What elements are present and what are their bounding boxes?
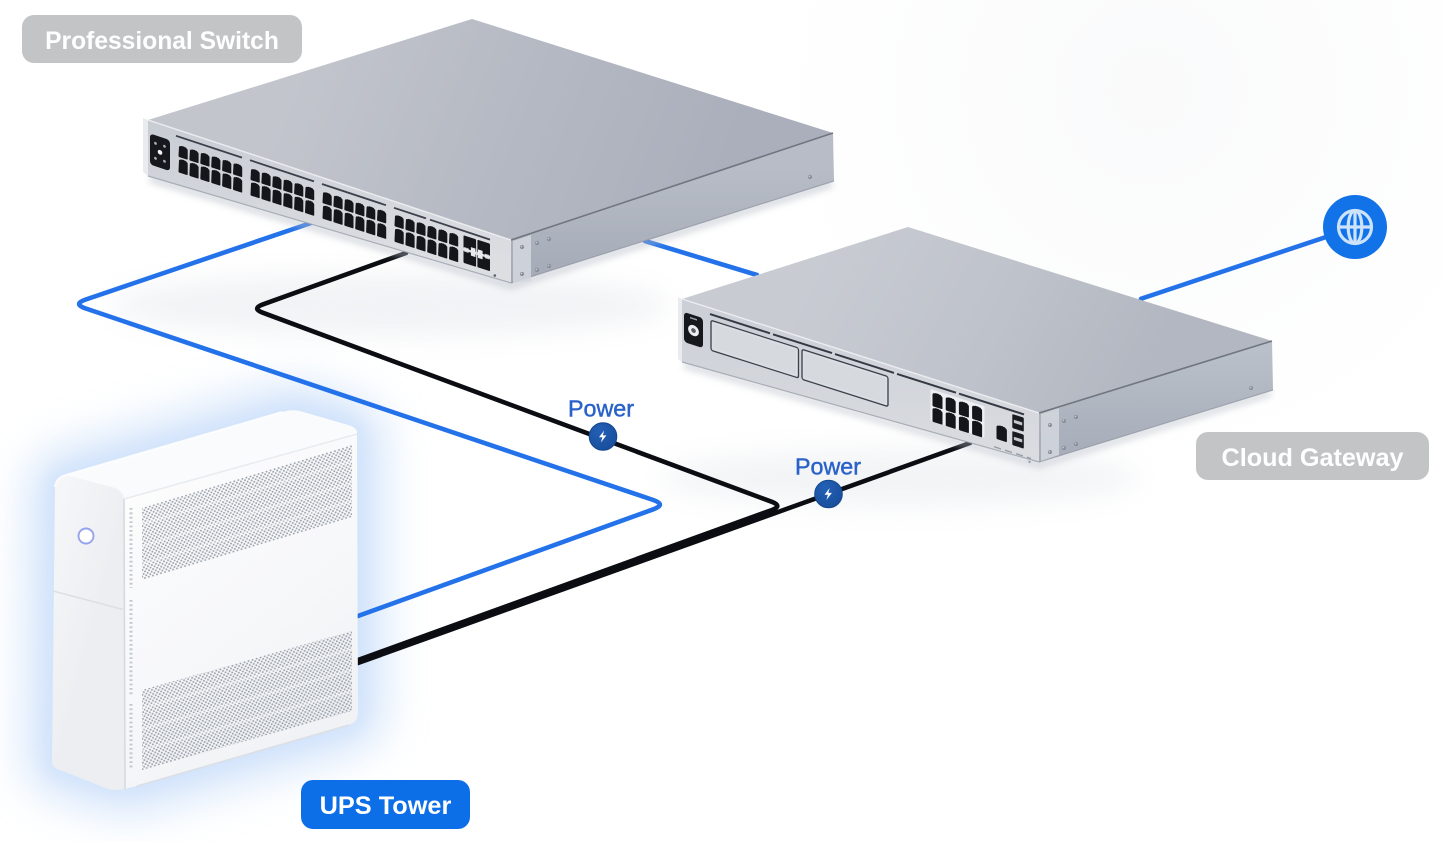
svg-text:Professional Switch: Professional Switch [45,28,279,55]
svg-text:UPS Tower: UPS Tower [320,792,452,820]
svg-text:Cloud Gateway: Cloud Gateway [1222,444,1404,472]
svg-text:Power: Power [795,454,861,480]
svg-text:Power: Power [568,396,634,422]
